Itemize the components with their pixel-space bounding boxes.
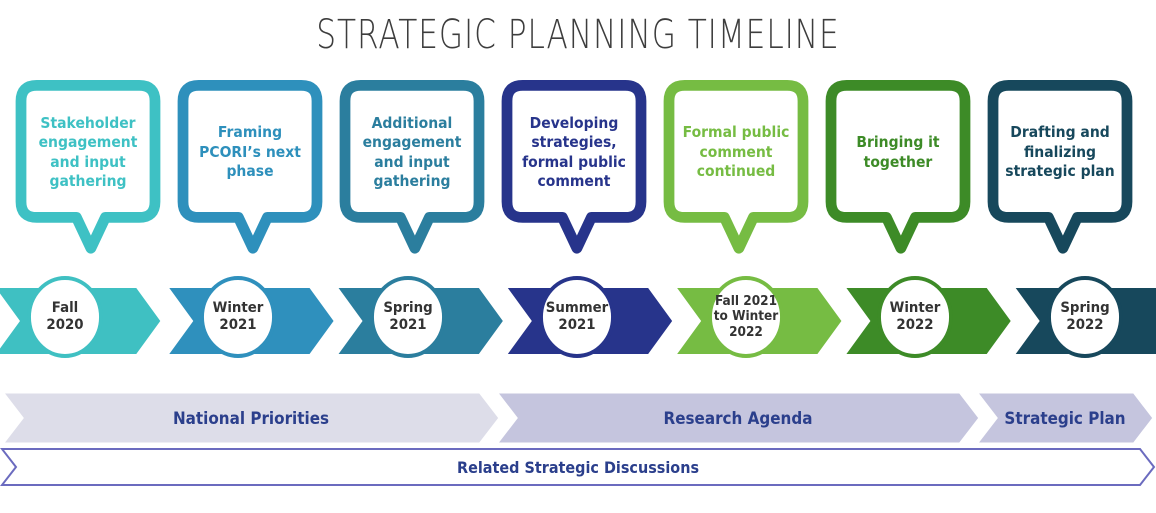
milestone-line: Winter xyxy=(890,299,941,316)
milestone-line: 2021 xyxy=(388,317,427,333)
milestone-line: 2022 xyxy=(1066,317,1104,333)
milestone-line: Fall 2021 xyxy=(715,294,778,310)
callout-line: Additional xyxy=(371,113,453,132)
callout-line: gathering xyxy=(373,171,451,190)
callout-line: and input xyxy=(50,152,126,171)
milestone-line: Winter xyxy=(212,299,264,316)
callout-line: Drafting and xyxy=(1010,123,1110,142)
callout-outline xyxy=(15,80,161,254)
callout-line: gathering xyxy=(49,171,127,190)
callout-line: strategic plan xyxy=(1005,162,1115,181)
callout-outline xyxy=(177,80,323,254)
callout-line: continued xyxy=(696,162,776,181)
callout-shape xyxy=(15,80,161,254)
callout-line: and input xyxy=(374,152,450,171)
callout-line: formal public xyxy=(522,152,626,171)
callout-outline xyxy=(501,80,647,254)
callout-line: engagement xyxy=(38,133,138,152)
category-chevron-2 xyxy=(494,392,982,444)
category-label-1: National Priorities xyxy=(172,408,330,428)
callout-shape xyxy=(825,80,971,254)
milestone-line: 2022 xyxy=(729,324,764,340)
callout-outline xyxy=(987,80,1133,254)
callout-line: finalizing xyxy=(1023,142,1097,161)
callout-line: PCORI’s next xyxy=(199,142,301,161)
callout-line: comment xyxy=(537,171,611,190)
callout-shape xyxy=(663,80,809,254)
milestone-line: Spring xyxy=(382,299,433,316)
callout-shape xyxy=(987,80,1133,254)
callout-shape xyxy=(339,80,485,254)
callout-line: phase xyxy=(226,162,274,181)
milestone-line: 2021 xyxy=(558,317,596,333)
related-discussions-shape xyxy=(0,448,1156,486)
milestone-line: 2022 xyxy=(896,317,934,333)
related-discussions-band: Related Strategic Discussions xyxy=(0,446,1156,488)
callout-line: Developing xyxy=(529,113,619,132)
callout-outline xyxy=(663,80,809,254)
callout-line: comment xyxy=(699,142,773,161)
callout-outline xyxy=(339,80,485,254)
callout-line: Formal public xyxy=(682,123,790,142)
callout-shape xyxy=(501,80,647,254)
category-label-3: Strategic Plan xyxy=(1004,408,1126,428)
milestone-line: 2020 xyxy=(46,317,84,333)
category-label-2: Research Agenda xyxy=(663,408,813,428)
milestone-line: Summer xyxy=(545,299,609,316)
callout-line: strategies, xyxy=(531,133,617,152)
milestone-line: to Winter xyxy=(713,309,779,325)
related-arrow xyxy=(0,448,1156,486)
milestone-line: 2021 xyxy=(219,317,257,333)
callout-line: Framing xyxy=(217,123,283,142)
callout-outline xyxy=(825,80,971,254)
related-discussions-label: Related Strategic Discussions xyxy=(456,457,700,477)
callout-line: engagement xyxy=(362,133,462,152)
category-chevron-1 xyxy=(0,392,502,444)
callout-shape xyxy=(177,80,323,254)
callout-line: Bringing it xyxy=(856,133,940,152)
category-chevron-shapes xyxy=(0,392,1156,444)
category-band: National Priorities Research Agenda Strate… xyxy=(0,392,1156,444)
category-chevron-3 xyxy=(974,392,1156,444)
milestone-line: Spring xyxy=(1060,299,1110,316)
milestone-line: Fall xyxy=(51,299,79,316)
page-title: STRATEGIC PLANNING TIMELINE xyxy=(316,12,840,58)
callout-line: together xyxy=(863,152,933,171)
callout-line: Stakeholder xyxy=(40,113,136,132)
